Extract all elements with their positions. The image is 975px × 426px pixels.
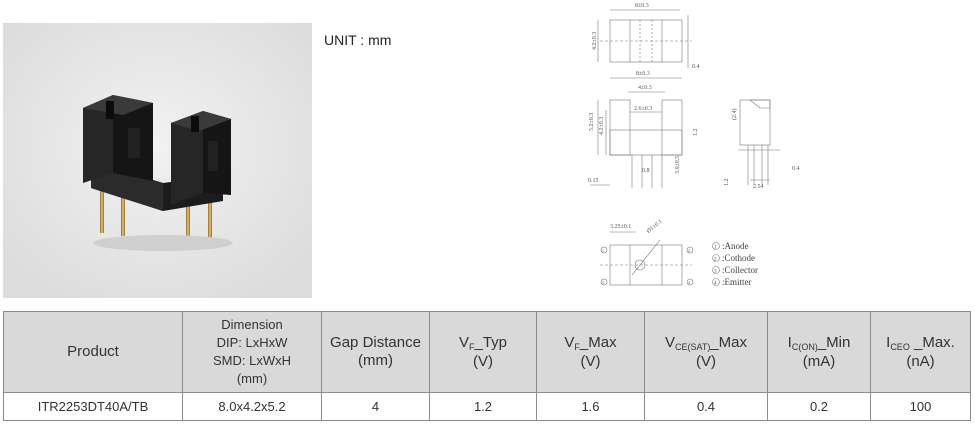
header-vf-max: VF_Max (V)	[536, 311, 645, 393]
svg-text:Ø1±0.1: Ø1±0.1	[646, 219, 664, 235]
svg-text:0.8: 0.8	[642, 168, 650, 174]
svg-text:2.6±0.3: 2.6±0.3	[634, 106, 652, 112]
cell-ic: 0.2	[767, 392, 871, 421]
svg-text:4: 4	[688, 280, 690, 285]
svg-text:(2.4): (2.4)	[731, 109, 738, 121]
header-ic-on-min: IC(ON)_Min (mA)	[767, 311, 871, 393]
svg-text:2: 2	[688, 248, 690, 253]
svg-text::Anode: :Anode	[722, 241, 749, 251]
svg-text:3.6±0.5: 3.6±0.5	[675, 156, 681, 174]
svg-text:0.4: 0.4	[692, 64, 700, 70]
front-view: 8±0.3 4±0.3 2.6±0.3 5.2±0.3 4.2±0.3 1.2 …	[588, 71, 699, 188]
cell-vf-typ: 1.2	[429, 392, 537, 421]
svg-text:0.15: 0.15	[588, 178, 599, 184]
svg-text:4.2±0.3: 4.2±0.3	[599, 117, 605, 135]
header-vce-sat-max: VCE(SAT)_Max (V)	[644, 311, 768, 393]
svg-text:4: 4	[714, 282, 717, 287]
svg-text:1: 1	[714, 246, 717, 251]
svg-text:4±0.3: 4±0.3	[638, 85, 652, 91]
header-gap-distance: Gap Distance (mm)	[321, 311, 430, 393]
svg-text:2.54: 2.54	[753, 184, 764, 190]
unit-label: UNIT : mm	[324, 32, 392, 48]
svg-text:8±0.3: 8±0.3	[635, 3, 649, 9]
svg-text:1.2: 1.2	[693, 129, 699, 137]
cell-product: ITR2253DT40A/TB	[3, 392, 183, 421]
cell-dimension: 8.0x4.2x5.2	[182, 392, 322, 421]
svg-text:3.25±0.1: 3.25±0.1	[610, 224, 631, 230]
cell-iceo: 100	[870, 392, 971, 421]
svg-text::Emitter: :Emitter	[722, 277, 752, 287]
header-dimension: Dimension DIP: LxHxW SMD: LxWxH (mm)	[182, 311, 322, 393]
svg-text::Cothode: :Cothode	[722, 253, 755, 263]
cell-gap: 4	[321, 392, 430, 421]
product-photo	[3, 23, 312, 298]
svg-text:2: 2	[714, 258, 717, 263]
svg-text:1: 1	[602, 248, 604, 253]
bottom-view: 3.25±0.1 Ø1±0.1 1 2 3 4	[600, 219, 694, 286]
cell-vce: 0.4	[644, 392, 768, 421]
svg-text:0.4: 0.4	[792, 166, 800, 172]
svg-text:1.2: 1.2	[724, 179, 730, 187]
spec-table: Product Dimension DIP: LxHxW SMD: LxWxH …	[3, 311, 971, 421]
svg-text::Collector: :Collector	[722, 265, 758, 275]
svg-text:3: 3	[602, 280, 604, 285]
dimension-drawing: 8±0.3 4.2±0.3 0.4 8±0.3 4±0.3 2.6±0.3 5.…	[570, 0, 810, 300]
cell-vf-max: 1.6	[536, 392, 645, 421]
header-product: Product	[3, 311, 183, 393]
photo-interrupter-image	[3, 23, 312, 298]
svg-text:4.2±0.3: 4.2±0.3	[592, 32, 598, 50]
side-view: (2.4) 0.4 2.54 1.2	[724, 99, 800, 190]
top-view: 8±0.3 4.2±0.3 0.4	[592, 3, 700, 70]
table-row: ITR2253DT40A/TB 8.0x4.2x5.2 4 1.2 1.6 0.…	[3, 392, 971, 421]
table-header-row: Product Dimension DIP: LxHxW SMD: LxWxH …	[3, 311, 971, 393]
pin-legend: 1 :Anode 2 :Cothode 3 :Collector 4 :Emit…	[712, 241, 758, 287]
svg-text:8±0.3: 8±0.3	[636, 71, 650, 77]
svg-text:5.2±0.3: 5.2±0.3	[589, 113, 595, 131]
header-iceo-max: ICEO _Max. (nA)	[870, 311, 971, 393]
svg-text:3: 3	[714, 270, 717, 275]
header-vf-typ: VF_Typ (V)	[429, 311, 537, 393]
